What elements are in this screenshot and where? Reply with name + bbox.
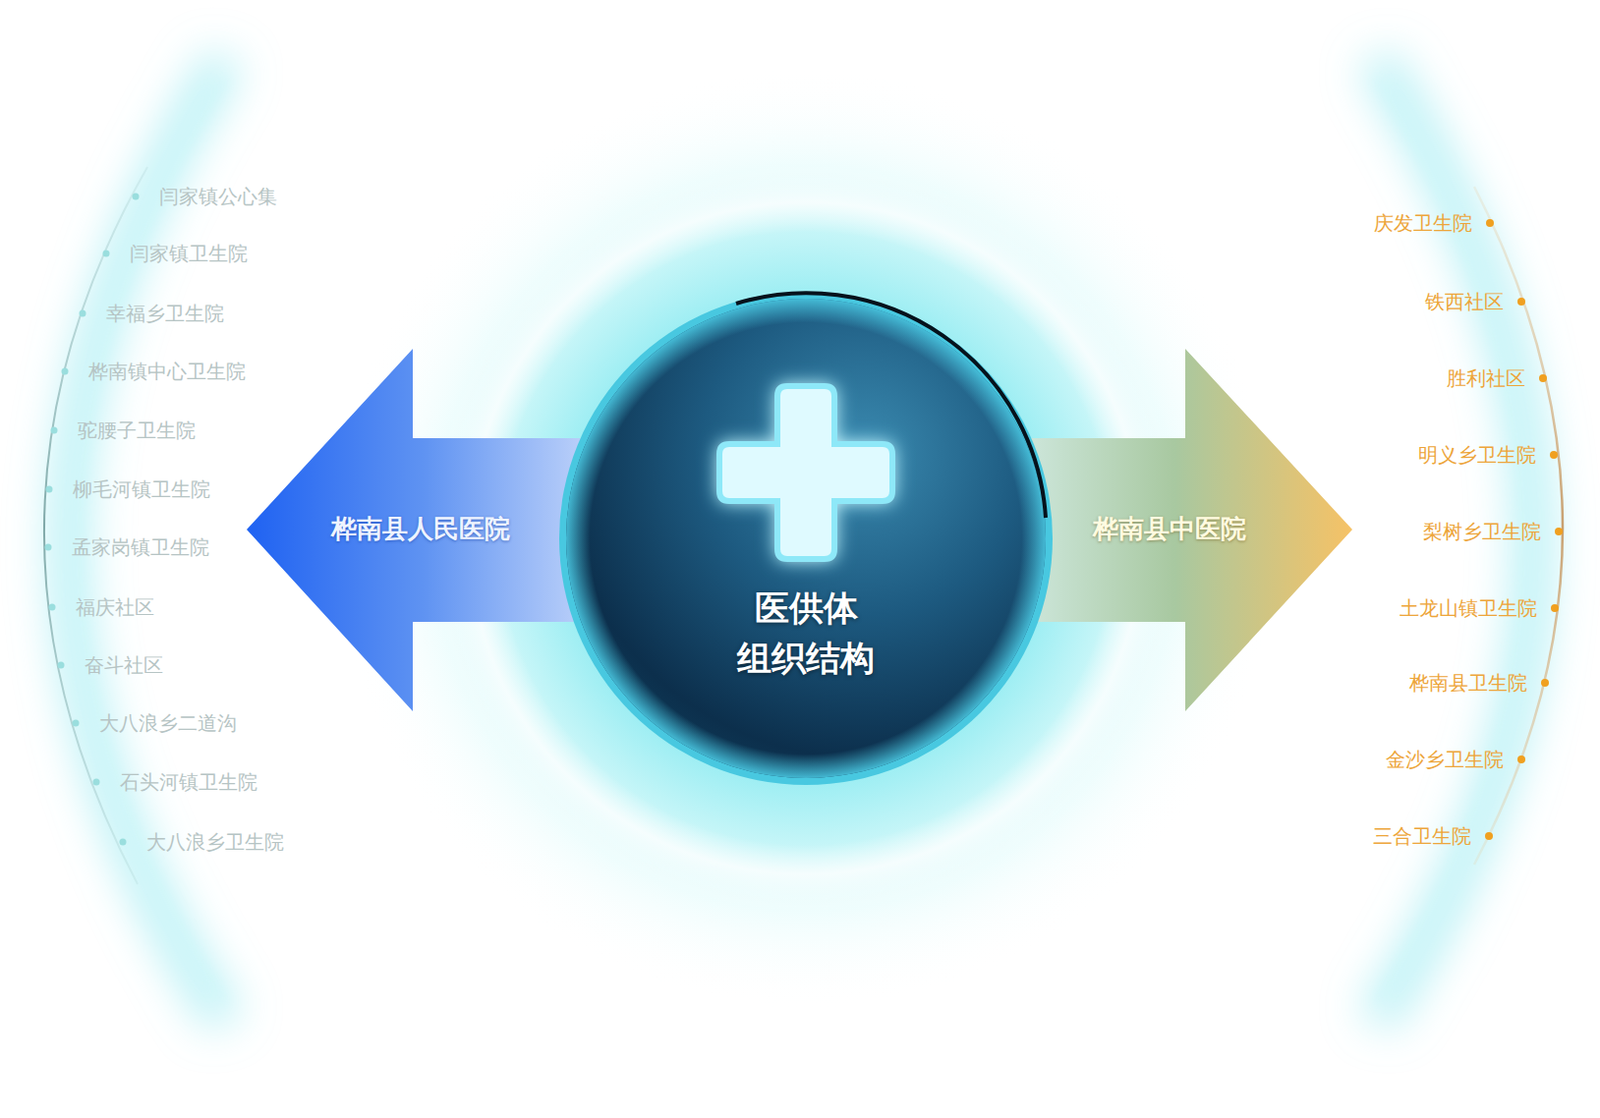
list-dot [1485, 832, 1493, 841]
member-label: 福庆社区 [75, 595, 155, 620]
member-label: 桦南县卫生院 [1409, 671, 1528, 695]
member-label: 闫家镇公心集 [159, 184, 278, 209]
member-label: 柳毛河镇卫生院 [72, 477, 211, 502]
node-label: 医供体 组织结构 [734, 583, 877, 685]
list-dot [1549, 451, 1558, 459]
list-dot [49, 604, 57, 612]
list-dot [45, 544, 53, 552]
list-dot [79, 310, 87, 318]
list-dot [132, 193, 140, 201]
member-label: 大八浪乡二道沟 [99, 711, 237, 736]
list-dot [51, 427, 58, 435]
list-dot [72, 720, 80, 728]
list-dot [1539, 374, 1547, 383]
member-label: 幸福乡卫生院 [106, 301, 225, 326]
member-label: 大八浪乡卫生院 [146, 830, 285, 855]
node-label: 桦南县中医院 [1092, 514, 1247, 545]
list-dot [46, 486, 54, 494]
list-dot [1550, 604, 1559, 613]
member-label: 驼腰子卫生院 [77, 418, 196, 443]
member-label: 金沙乡卫生院 [1385, 747, 1504, 772]
member-label: 奋斗社区 [84, 653, 164, 678]
list-dot [57, 662, 65, 670]
member-label: 庆发卫生院 [1373, 211, 1473, 235]
member-label: 闫家镇卫生院 [129, 241, 248, 266]
list-dot [93, 779, 101, 787]
member-label: 明义乡卫生院 [1418, 443, 1537, 467]
list-dot [103, 250, 111, 258]
list-dot [1517, 297, 1526, 306]
member-label: 石头河镇卫生院 [119, 770, 258, 795]
list-dot [1485, 219, 1494, 228]
member-label: 土龙山镇卫生院 [1399, 596, 1538, 621]
member-label: 胜利社区 [1446, 366, 1526, 391]
center-sphere: 医供体 组织结构 [559, 291, 1053, 786]
member-label: 孟家岗镇卫生院 [71, 535, 210, 560]
list-dot [1517, 755, 1526, 764]
member-label: 桦南镇中心卫生院 [88, 359, 246, 384]
member-label: 三合卫生院 [1372, 824, 1472, 849]
list-dot [61, 368, 69, 376]
member-label: 梨树乡卫生院 [1423, 519, 1542, 544]
member-label: 铁西社区 [1425, 289, 1504, 314]
list-dot [1541, 679, 1549, 687]
node-label: 桦南县人民医院 [331, 514, 511, 545]
list-dot [1554, 527, 1563, 536]
sphere-shape [559, 291, 1053, 786]
list-dot [119, 839, 127, 847]
left-arrow: 桦南县人民医院 [246, 348, 601, 712]
